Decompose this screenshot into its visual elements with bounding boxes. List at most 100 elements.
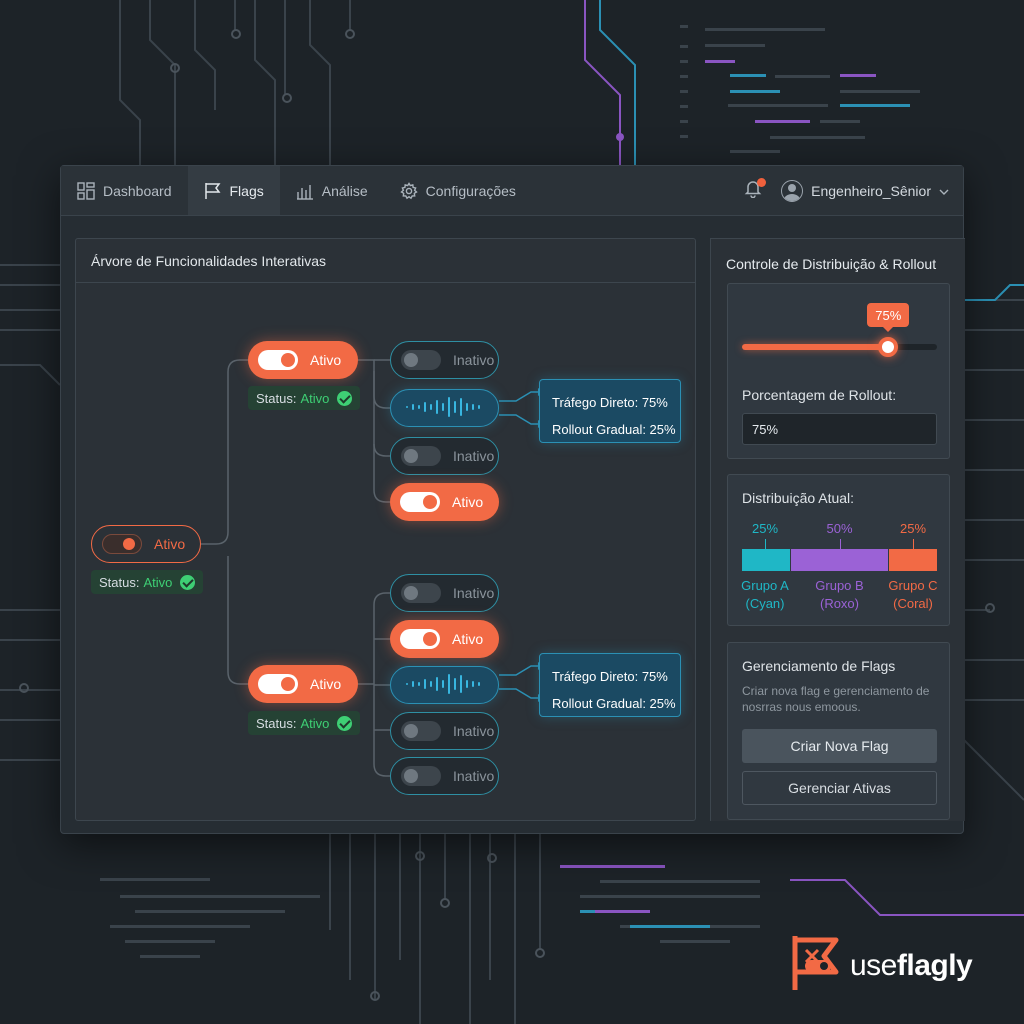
top-navigation: Dashboard Flags Análise Configurações: [61, 166, 963, 216]
traffic-direct: Tráfego Direto: 75%: [552, 669, 668, 684]
flag-toggle[interactable]: Inativo: [390, 757, 499, 795]
rollout-slider[interactable]: 75%: [742, 303, 937, 357]
status-value: Ativo: [143, 574, 173, 590]
user-name: Engenheiro_Sênior: [811, 182, 931, 199]
traffic-wave-node[interactable]: [390, 666, 499, 704]
tab-flags[interactable]: Flags: [187, 166, 280, 215]
root-flag-toggle[interactable]: Ativo: [91, 525, 201, 563]
distribution-percent: 25%: [751, 521, 779, 536]
status-badge: Status: Ativo: [91, 570, 204, 594]
tab-dashboard[interactable]: Dashboard: [61, 166, 188, 215]
traffic-info-box: Tráfego Direto: 75% Rollout Gradual: 25%: [539, 379, 681, 443]
slider-fill: [742, 344, 889, 350]
status-badge: Status: Ativo: [248, 711, 361, 735]
flag-toggle[interactable]: Ativo: [248, 665, 358, 703]
status-badge: Status: Ativo: [248, 386, 361, 410]
group-color-name: (Roxo): [819, 596, 859, 611]
flag-toggle[interactable]: Ativo: [248, 341, 358, 379]
flag-management-card: Gerenciamento de Flags Criar nova flag e…: [727, 642, 950, 820]
traffic-info-box: Tráfego Direto: 75% Rollout Gradual: 25%: [539, 653, 681, 717]
rollout-input-label: Porcentagem de Rollout:: [742, 387, 897, 403]
flag-toggle[interactable]: Inativo: [390, 341, 499, 379]
distribution-segment: [742, 549, 791, 571]
toggle-label: Ativo: [452, 631, 484, 647]
brand-name-bold: flagly: [896, 948, 973, 982]
toggle-label: Inativo: [453, 352, 495, 368]
status-label: Status:: [99, 574, 140, 590]
status-value: Ativo: [300, 390, 330, 406]
traffic-wave-node[interactable]: [390, 389, 499, 427]
gear-icon: [399, 181, 418, 200]
toggle-label: Inativo: [453, 448, 495, 464]
tree-panel-title: Árvore de Funcionalidades Interativas: [76, 239, 695, 283]
notification-button[interactable]: [731, 166, 775, 215]
tab-label: Configurações: [425, 182, 516, 199]
brand-logo: useflagly: [792, 934, 973, 997]
toggle-label: Ativo: [310, 352, 342, 368]
tab-label: Dashboard: [103, 182, 172, 199]
toggle-switch: [400, 492, 440, 512]
toggle-label: Inativo: [453, 723, 495, 739]
distribution-card: Distribuição Atual: 25% Grupo A (Cyan) 50% G…: [727, 474, 950, 626]
user-menu[interactable]: Engenheiro_Sênior: [775, 166, 963, 215]
brand-name: useflagly: [850, 948, 973, 983]
flag-toggle[interactable]: Inativo: [390, 574, 499, 612]
flag-management-description: Criar nova flag e gerenciamento de nosrr…: [742, 684, 930, 714]
toggle-switch: [258, 674, 298, 694]
toggle-switch: [401, 583, 441, 603]
toggle-switch: [401, 350, 441, 370]
toggle-label: Ativo: [154, 536, 186, 552]
flag-management-title: Gerenciamento de Flags: [742, 658, 896, 674]
rollout-card: 75% Porcentagem de Rollout:: [727, 283, 950, 459]
rollout-percentage-input[interactable]: [742, 413, 937, 445]
bell-icon: [743, 178, 763, 203]
toggle-label: Ativo: [310, 676, 342, 692]
manage-active-button[interactable]: Gerenciar Ativas: [742, 771, 937, 805]
tab-analise[interactable]: Análise: [280, 166, 384, 215]
distribution-segment: [888, 549, 937, 571]
distribution-percent: 50%: [826, 521, 853, 536]
toggle-switch: [400, 629, 440, 649]
rollout-panel-title: Controle de Distribuição & Rollout: [726, 256, 937, 272]
notification-badge: [757, 178, 767, 187]
toggle-label: Inativo: [453, 585, 495, 601]
check-circle-icon: [180, 574, 196, 590]
distribution-group-label: Grupo C(Coral): [881, 577, 945, 613]
toggle-label: Inativo: [453, 768, 495, 784]
traffic-gradual: Rollout Gradual: 25%: [552, 696, 676, 711]
toggle-switch: [102, 534, 142, 554]
waveform-icon: [405, 395, 485, 422]
group-color-name: (Cyan): [745, 596, 785, 611]
bar-chart-icon: [296, 182, 314, 200]
flag-icon: [204, 182, 222, 200]
distribution-percent: 25%: [899, 521, 927, 536]
distribution-title: Distribuição Atual:: [742, 490, 855, 506]
flag-toggle[interactable]: Inativo: [390, 437, 499, 475]
slider-value-tooltip: 75%: [867, 303, 910, 332]
group-name: Grupo B: [815, 578, 864, 593]
toggle-switch: [401, 766, 441, 786]
slider-handle[interactable]: [878, 337, 899, 357]
create-flag-button[interactable]: Criar Nova Flag: [742, 729, 937, 763]
flag-toggle[interactable]: Ativo: [390, 483, 499, 521]
feature-tree-panel: Árvore de Funcionalidades Interativas: [75, 238, 696, 821]
tab-label: Flags: [229, 182, 264, 199]
status-label: Status:: [256, 390, 297, 406]
distribution-tick: [765, 539, 766, 549]
flag-toggle[interactable]: Ativo: [390, 620, 499, 658]
group-name: Grupo C: [888, 578, 938, 593]
check-circle-icon: [337, 390, 353, 406]
tab-label: Análise: [321, 182, 368, 199]
toggle-label: Ativo: [452, 494, 484, 510]
app-window: Dashboard Flags Análise Configurações: [60, 165, 965, 834]
waveform-icon: [405, 672, 485, 699]
tab-configuracoes[interactable]: Configurações: [384, 166, 532, 215]
distribution-group-label: Grupo A (Cyan): [733, 577, 797, 613]
distribution-tick: [913, 539, 914, 549]
group-name: Grupo A: [741, 578, 789, 593]
distribution-group-label: Grupo B (Roxo): [808, 577, 872, 613]
traffic-direct: Tráfego Direto: 75%: [552, 395, 668, 410]
flagly-logo-icon: [792, 934, 844, 997]
flag-toggle[interactable]: Inativo: [390, 712, 499, 750]
